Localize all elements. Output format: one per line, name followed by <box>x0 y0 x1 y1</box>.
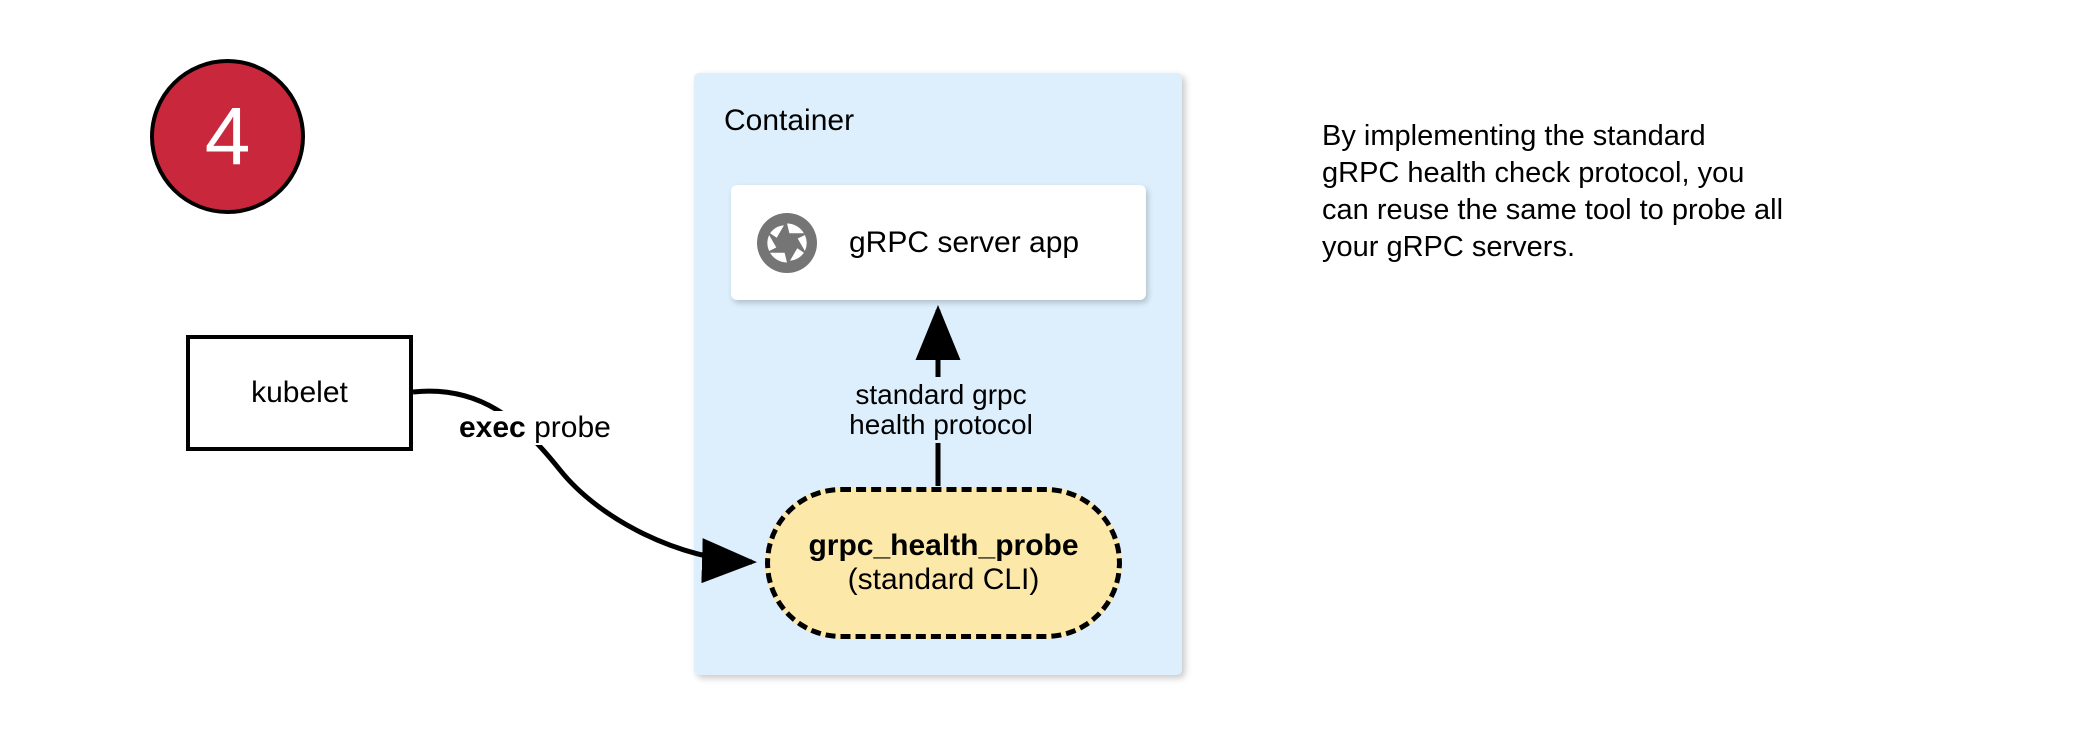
exec-probe-edge-label: exec probe <box>455 411 615 445</box>
kubelet-label: kubelet <box>251 376 348 409</box>
grpc-health-probe-title: grpc_health_probe <box>808 529 1079 563</box>
step-number-badge: 4 <box>150 59 305 214</box>
grpc-server-app-label: gRPC server app <box>849 225 1080 259</box>
grpc-health-probe-subtitle: (standard CLI) <box>847 563 1040 596</box>
container-title: Container <box>724 104 855 137</box>
description-text: By implementing the standard gRPC health… <box>1322 120 1784 264</box>
exec-probe-label-bold: exec <box>459 411 526 444</box>
step-number-label: 4 <box>204 90 251 182</box>
exec-probe-label-rest: probe <box>525 411 611 444</box>
grpc-health-probe-node: grpc_health_probe (standard CLI) <box>765 487 1122 639</box>
grpc-server-app-card: gRPC server app <box>731 185 1146 300</box>
health-protocol-edge-label: standard grpc health protocol <box>830 377 1052 444</box>
aperture-icon <box>757 212 817 273</box>
kubelet-box: kubelet <box>186 335 413 451</box>
